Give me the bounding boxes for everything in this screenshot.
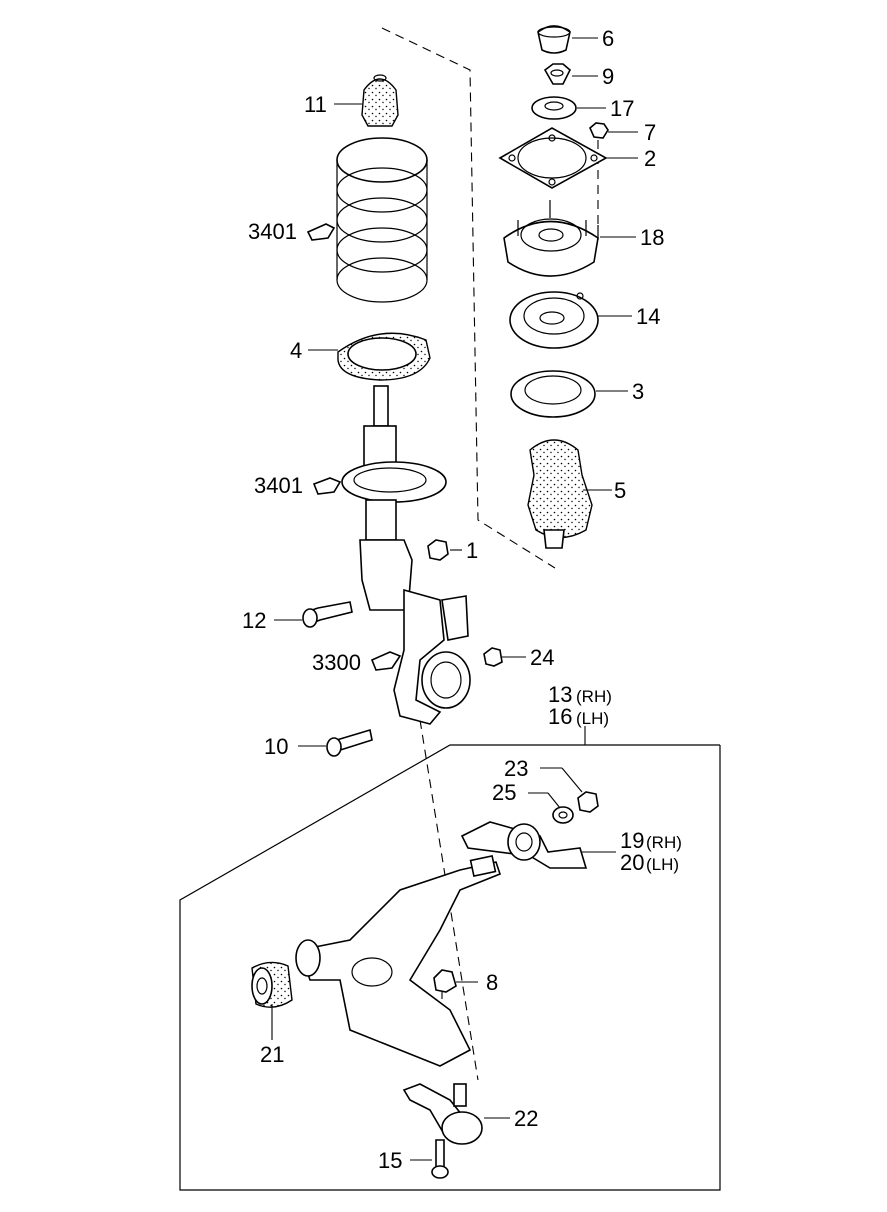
- callout-16: 16: [548, 704, 572, 729]
- part-22-ball-joint[interactable]: [402, 1083, 510, 1145]
- callout-4: 4: [290, 338, 302, 363]
- part-11-bump-stopper[interactable]: [334, 74, 399, 127]
- callout-23: 23: [504, 756, 528, 781]
- lower-arm-group-frame: [179, 744, 721, 1191]
- part-21-front-bushing[interactable]: [251, 961, 293, 1040]
- part-1-nut[interactable]: [427, 539, 462, 561]
- part-25-washer[interactable]: [528, 792, 574, 824]
- callout-9: 9: [602, 64, 614, 89]
- callout-3401-spring: 3401: [248, 219, 297, 244]
- assembly-guide-line: [381, 27, 556, 569]
- part-10-bolt[interactable]: [298, 728, 373, 757]
- part-14-upper-spring-seat[interactable]: [509, 291, 632, 349]
- callout-20-side: (LH): [646, 855, 679, 874]
- callout-18: 18: [640, 225, 664, 250]
- ref-3401-pointer-icon: [306, 223, 336, 241]
- part-9-nut[interactable]: [543, 63, 598, 85]
- callout-13-side: (RH): [576, 687, 612, 706]
- part-18-strut-mount[interactable]: [503, 200, 636, 277]
- part-3401-strut-assembly[interactable]: [341, 385, 447, 611]
- callout-17: 17: [610, 96, 634, 121]
- ref-3300-pointer-icon: [370, 651, 402, 671]
- callout-10: 10: [264, 734, 288, 759]
- part-3-strut-bearing[interactable]: [510, 370, 628, 418]
- callout-25: 25: [492, 780, 516, 805]
- part-8-nut[interactable]: [433, 969, 478, 993]
- callout-24: 24: [530, 645, 554, 670]
- callout-12: 12: [242, 608, 266, 633]
- part-5-dust-boot[interactable]: [527, 439, 612, 549]
- callout-2: 2: [644, 146, 656, 171]
- callout-21: 21: [260, 1042, 284, 1067]
- ref-3401-lower-pointer-icon: [312, 477, 342, 495]
- part-7-nut[interactable]: [589, 122, 638, 139]
- callout-15: 15: [378, 1148, 402, 1173]
- part-3401-coil-spring[interactable]: [336, 137, 428, 303]
- part-17-washer[interactable]: [531, 96, 606, 120]
- callout-3: 3: [632, 379, 644, 404]
- callout-13: 13: [548, 682, 572, 707]
- callout-16-side: (LH): [576, 709, 609, 728]
- part-24-nut[interactable]: [483, 647, 526, 667]
- part-12-bolt[interactable]: [274, 601, 353, 628]
- callout-1: 1: [466, 538, 478, 563]
- part-6-dust-cap[interactable]: [537, 25, 598, 54]
- lower-control-arm[interactable]: [295, 854, 501, 1067]
- part-2-insulator-plate[interactable]: [498, 127, 638, 189]
- callout-19-side: (RH): [646, 833, 682, 852]
- callout-8: 8: [486, 970, 498, 995]
- callout-7: 7: [644, 120, 656, 145]
- part-19-20-rear-bushing-bracket[interactable]: [460, 821, 616, 869]
- part-4-spring-pad[interactable]: [308, 332, 431, 381]
- part-15-bolt[interactable]: [410, 1139, 449, 1179]
- callout-3401-strut: 3401: [254, 473, 303, 498]
- callout-19: 19: [620, 828, 644, 853]
- callout-6: 6: [602, 26, 614, 51]
- callout-14: 14: [636, 304, 660, 329]
- callout-22: 22: [514, 1106, 538, 1131]
- callout-20: 20: [620, 850, 644, 875]
- callout-11: 11: [304, 92, 327, 117]
- callout-5: 5: [614, 478, 626, 503]
- part-23-nut[interactable]: [540, 767, 599, 813]
- part-3300-steering-knuckle[interactable]: [393, 588, 471, 725]
- callout-3300: 3300: [312, 650, 361, 675]
